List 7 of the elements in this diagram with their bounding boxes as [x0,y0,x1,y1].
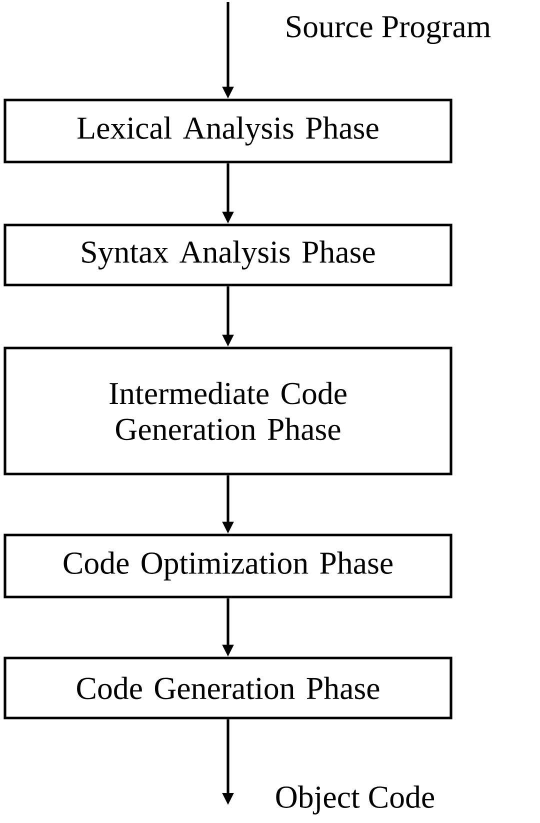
process-box: Code Optimization Phase [4,534,452,598]
terminal-label: Object Code [276,786,434,814]
process-box: Syntax Analysis Phase [4,224,452,286]
process-box: Code Generation Phase [4,656,452,720]
terminal-label: Source Program [286,16,491,44]
process-box: Intermediate Code Generation Phase [4,346,452,476]
process-box: Lexical Analysis Phase [4,98,452,164]
